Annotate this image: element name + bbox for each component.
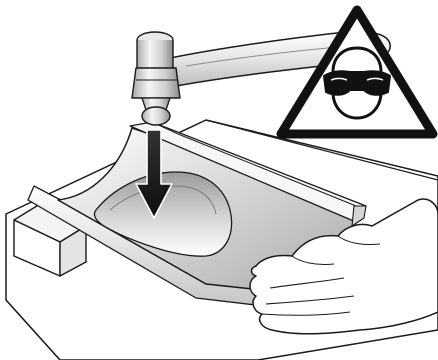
eye-protection-warning-icon — [281, 10, 433, 134]
